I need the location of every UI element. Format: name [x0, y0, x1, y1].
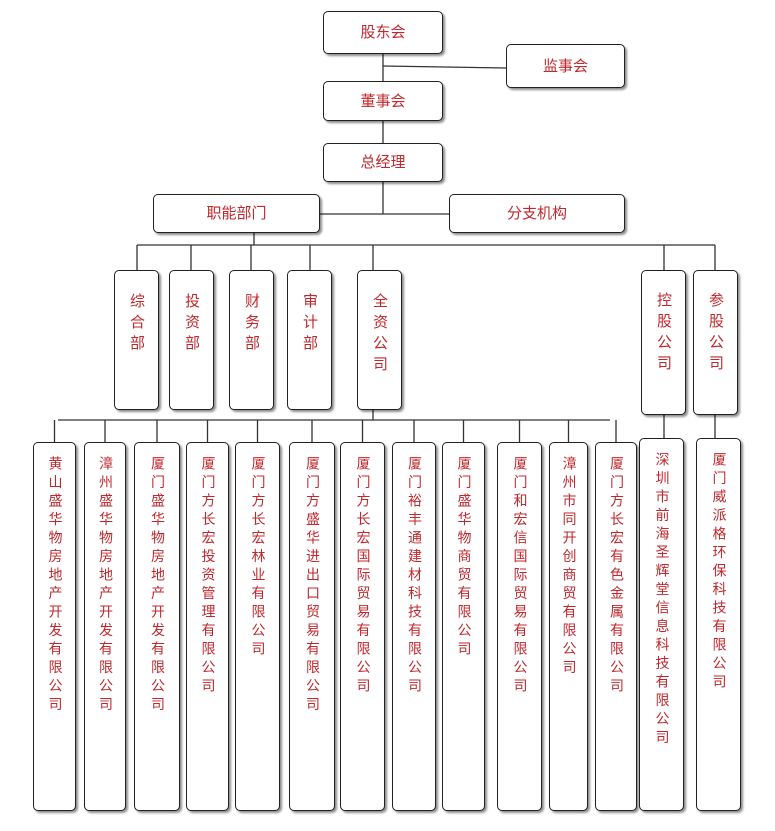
dept-box-shenji-label: 审计部	[301, 293, 319, 356]
subsidiary-box-8-label: 厦门盛华物商贸有限公司	[455, 456, 472, 660]
subsidiary-box-13-label: 厦门威派格环保科技有限公司	[710, 452, 727, 693]
dept-box-cangu-label: 参股公司	[707, 292, 725, 376]
subsidiary-box-10-label: 漳州市同开创商贸有限公司	[560, 456, 577, 678]
supervisors-line	[382, 65, 507, 69]
subsidiary-box-5-label: 厦门方盛华进出口贸易有限公司	[304, 456, 320, 715]
board-box: 董事会	[323, 81, 443, 121]
gm-box-label: 总经理	[360, 153, 406, 171]
shareholders-box: 股东会	[323, 11, 443, 54]
subsidiary-box-2-label: 厦门盛华物房地产开发有限公司	[149, 456, 165, 715]
dept-box-shenji: 审计部	[287, 270, 332, 410]
subsidiary-box-13: 厦门威派格环保科技有限公司	[696, 438, 741, 811]
dept-box-touzi-label: 投资部	[183, 293, 201, 356]
supervisors-box: 监事会	[506, 44, 625, 88]
subsidiary-box-10: 漳州市同开创商贸有限公司	[549, 442, 588, 811]
subsidiary-box-3-label: 厦门方长宏投资管理有限公司	[199, 456, 216, 697]
subsidiary-box-7-label: 厦门裕丰通建材科技有限公司	[406, 456, 422, 697]
subsidiary-box-7: 厦门裕丰通建材科技有限公司	[392, 442, 436, 811]
subsidiary-box-4-label: 厦门方长宏林业有限公司	[249, 456, 266, 660]
dept-box-konggu: 控股公司	[641, 270, 686, 415]
dept-box-zonghe-label: 综合部	[128, 293, 146, 356]
subsidiary-box-6: 厦门方长宏国际贸易有限公司	[340, 442, 385, 811]
dept-box-zonghe: 综合部	[114, 270, 159, 410]
functional-box: 职能部门	[153, 194, 320, 233]
dept-box-cangu: 参股公司	[693, 270, 738, 415]
subsidiary-box-0: 黄山盛华物房地产开发有限公司	[33, 442, 76, 811]
shareholders-box-label: 股东会	[360, 23, 406, 41]
subsidiary-box-11: 厦门方长宏有色金属有限公司	[595, 442, 637, 811]
subsidiary-box-11-label: 厦门方长宏有色金属有限公司	[608, 456, 624, 697]
dept-box-touzi: 投资部	[169, 270, 214, 410]
dept-box-quanzi-label: 全资公司	[371, 293, 389, 377]
functional-box-label: 职能部门	[206, 204, 267, 222]
subsidiary-box-1: 漳州盛华物房地产开发有限公司	[84, 442, 126, 811]
subsidiary-box-2: 厦门盛华物房地产开发有限公司	[134, 442, 180, 811]
dept-box-caiwu: 财务部	[229, 270, 274, 410]
dept-box-konggu-label: 控股公司	[655, 292, 673, 376]
subsidiary-box-6-label: 厦门方长宏国际贸易有限公司	[354, 456, 371, 697]
subsidiary-box-9: 厦门和宏信国际贸易有限公司	[497, 442, 542, 811]
subsidiary-box-3: 厦门方长宏投资管理有限公司	[186, 442, 229, 811]
subsidiary-box-12: 深圳市前海圣辉堂信息科技有限公司	[639, 438, 684, 811]
subsidiary-box-8: 厦门盛华物商贸有限公司	[442, 442, 485, 811]
board-box-label: 董事会	[360, 91, 406, 110]
subsidiary-box-5: 厦门方盛华进出口贸易有限公司	[289, 442, 335, 811]
supervisors-box-label: 监事会	[542, 56, 588, 75]
subsidiary-box-0-label: 黄山盛华物房地产开发有限公司	[46, 456, 63, 715]
branches-box-label: 分支机构	[506, 204, 567, 222]
subsidiary-box-1-label: 漳州盛华物房地产开发有限公司	[97, 456, 113, 715]
subsidiary-box-9-label: 厦门和宏信国际贸易有限公司	[511, 456, 528, 697]
gm-box: 总经理	[323, 143, 443, 182]
branches-box: 分支机构	[449, 194, 625, 233]
subsidiary-box-12-label: 深圳市前海圣辉堂信息科技有限公司	[653, 452, 670, 748]
dept-box-caiwu-label: 财务部	[243, 293, 261, 356]
subsidiary-box-4: 厦门方长宏林业有限公司	[235, 442, 280, 811]
dept-box-quanzi: 全资公司	[357, 270, 402, 410]
